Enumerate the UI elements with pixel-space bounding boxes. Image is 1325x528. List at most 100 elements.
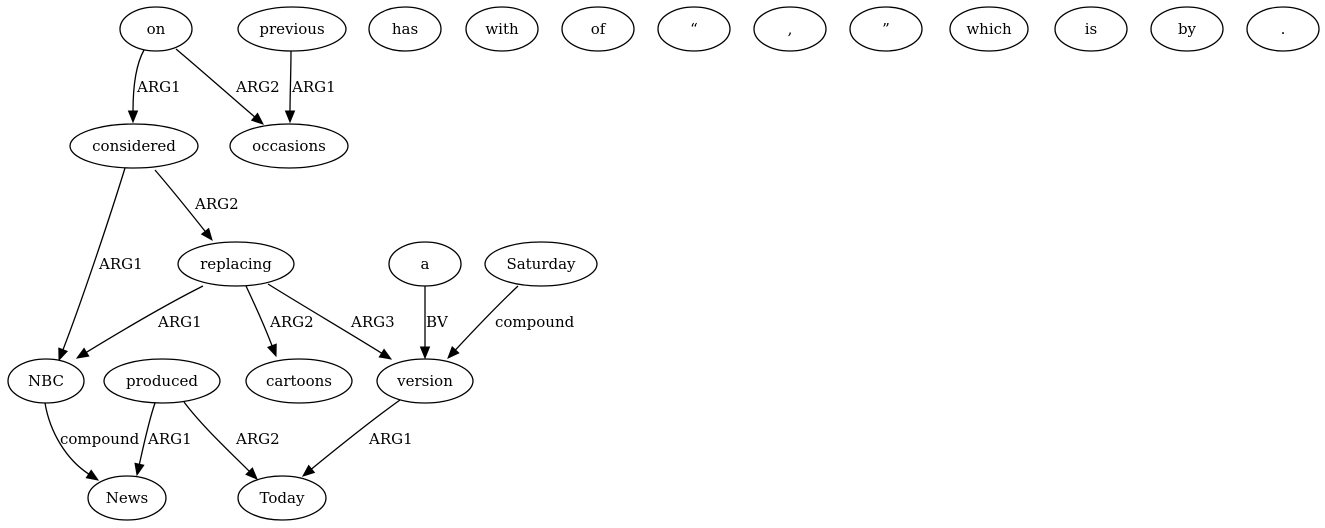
node-ellipse (1054, 6, 1128, 52)
node-label: which (966, 20, 1012, 38)
edge-label: ARG1 (136, 78, 181, 96)
edge-arrowhead (250, 112, 265, 125)
node-version: version (376, 358, 474, 404)
node-ellipse (7, 358, 85, 404)
edge-arrowhead (378, 348, 393, 360)
edge-label: ARG2 (194, 195, 239, 213)
node-label: , (788, 20, 793, 38)
node-label: of (591, 20, 607, 38)
node-today: Today (237, 475, 327, 521)
node-ellipse (949, 6, 1029, 52)
edge-arrowhead (85, 469, 100, 481)
node-previous: previous (237, 6, 347, 52)
node-saturday: Saturday (484, 241, 598, 287)
node-with: with (465, 6, 539, 52)
node-label: previous (259, 20, 324, 38)
edge-line (62, 167, 126, 350)
edge-line (175, 48, 256, 118)
edge-previous-occasions: ARG1 (284, 50, 336, 124)
edge-produced-news: ARG1 (134, 402, 192, 477)
node-ellipse (177, 241, 295, 287)
edge-arrowhead (127, 110, 139, 124)
node-ellipse (376, 358, 474, 404)
node-of: of (561, 6, 635, 52)
node-ellipse (1150, 6, 1224, 52)
edge-label: ARG2 (235, 78, 280, 96)
node-is: is (1054, 6, 1128, 52)
node-period: . (1246, 6, 1320, 52)
node-considered: considered (69, 123, 199, 169)
edge-line (289, 50, 292, 112)
edge-replacing-version: ARG3 (267, 283, 395, 360)
node-cartoons: cartoons (245, 358, 353, 404)
edge-label: ARG1 (98, 255, 143, 273)
node-label: a (421, 255, 430, 273)
node-label: Saturday (506, 255, 576, 273)
node-label: version (396, 372, 453, 390)
edge-version-today: ARG1 (301, 399, 413, 477)
edge-arrowhead (266, 343, 277, 358)
node-news: News (87, 475, 167, 521)
edge-line (245, 285, 273, 346)
node-ellipse (245, 358, 353, 404)
node-ellipse (849, 6, 923, 52)
node-by: by (1150, 6, 1224, 52)
edge-arrowhead (245, 467, 258, 480)
edge-a-version: BV (419, 285, 449, 360)
edge-line (138, 402, 156, 465)
node-occasions: occasions (229, 123, 349, 169)
edge-produced-today: ARG2 (183, 401, 280, 480)
node-ellipse (368, 6, 442, 52)
edge-arrowhead (301, 464, 316, 477)
node-ellipse (753, 6, 827, 52)
node-ellipse (1246, 6, 1320, 52)
edge-label: ARG1 (157, 313, 202, 331)
node-ellipse (657, 6, 731, 52)
node-ellipse (237, 475, 327, 521)
node-label: is (1085, 20, 1098, 38)
node-ellipse (69, 123, 199, 169)
node-ellipse (229, 123, 349, 169)
node-has: has (368, 6, 442, 52)
edge-line (183, 401, 250, 472)
edge-label: ARG1 (291, 78, 336, 96)
node-label: has (392, 20, 418, 38)
edge-line (311, 399, 401, 470)
edge-saturday-version: compound (447, 285, 575, 359)
edge-label: ARG1 (147, 430, 192, 448)
node-on: on (119, 6, 193, 52)
node-ellipse (388, 241, 462, 287)
node-label: produced (126, 372, 198, 390)
edge-label: compound (60, 430, 140, 448)
edge-considered-replacing: ARG2 (154, 169, 239, 242)
node-rquote: ” (849, 6, 923, 52)
node-ellipse (87, 475, 167, 521)
node-comma: , (753, 6, 827, 52)
node-label: with (485, 20, 519, 38)
edge-arrowhead (134, 462, 145, 477)
edge-arrowhead (419, 346, 431, 360)
node-label: on (147, 20, 166, 38)
edge-label: ARG1 (368, 430, 413, 448)
edge-on-considered: ARG1 (127, 49, 181, 124)
node-a: a (388, 241, 462, 287)
edge-label: compound (495, 313, 575, 331)
node-label: replacing (200, 255, 272, 273)
edge-arrowhead (75, 347, 90, 359)
edge-label: ARG2 (269, 313, 314, 331)
edge-label: BV (426, 313, 449, 331)
node-label: . (1281, 20, 1286, 38)
edge-line (44, 402, 90, 475)
edge-replacing-nbc: ARG1 (75, 285, 204, 359)
edge-line (267, 283, 383, 354)
node-which: which (949, 6, 1029, 52)
node-nbc: NBC (7, 358, 85, 404)
edge-arrowhead (200, 227, 213, 242)
node-label: by (1178, 20, 1197, 38)
edge-label: ARG3 (350, 313, 395, 331)
node-label: occasions (252, 137, 326, 155)
node-ellipse (465, 6, 539, 52)
node-ellipse (237, 6, 347, 52)
